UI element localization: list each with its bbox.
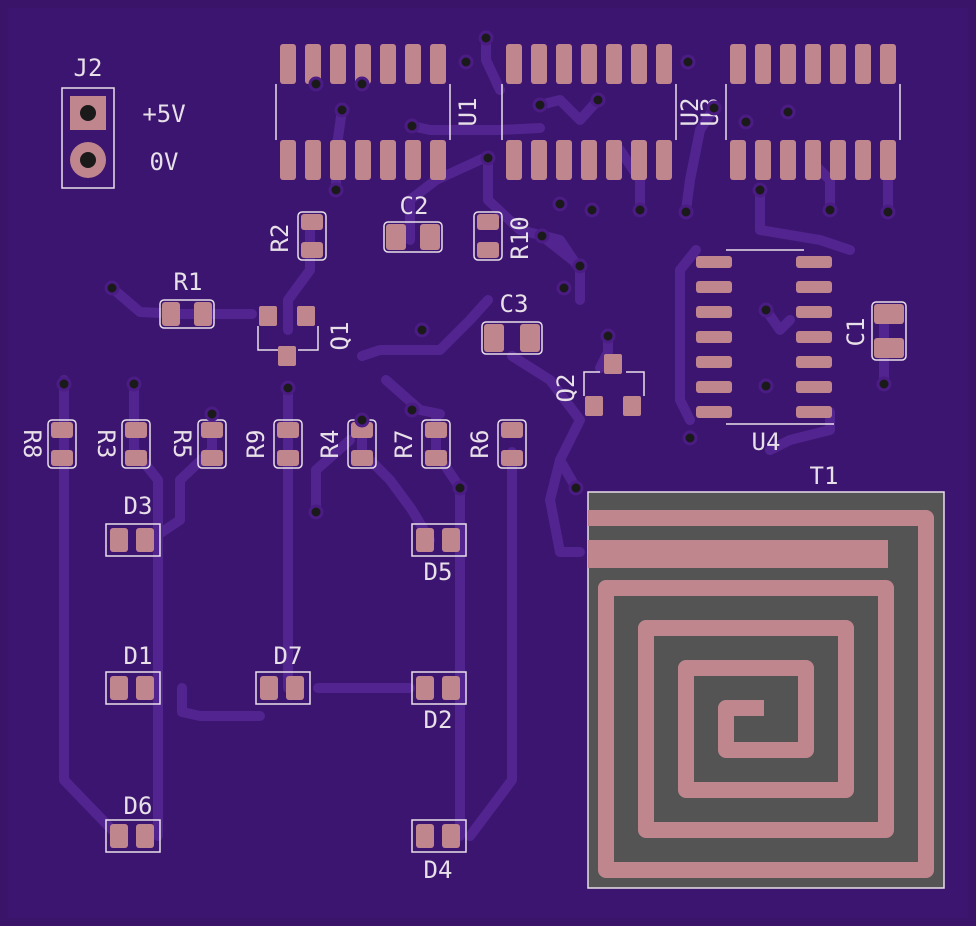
r8-label: R8 [18,430,46,459]
t1-coil: T1 [587,462,945,889]
r8-resistor: R8 [18,419,77,469]
d1-diode: D1 [105,642,161,705]
t1-label: T1 [810,462,839,490]
c3-label: C3 [500,290,529,318]
r6-resistor: R6 [466,419,527,469]
plus5v-label: +5V [142,100,185,128]
r6-label: R6 [466,430,494,459]
r3-label: R3 [92,430,120,459]
r5-resistor: R5 [168,419,227,469]
d7-label: D7 [274,642,303,670]
r7-resistor: R7 [390,419,451,469]
q2-transistor: Q2 [552,354,645,416]
coil-tab [588,540,888,568]
r9-label: R9 [242,430,270,459]
c1-capacitor: C1 [842,301,907,361]
q1-label: Q1 [326,322,354,351]
d6-diode: D6 [105,792,161,853]
u4-chip: U4 [696,249,834,456]
coil-trace [588,510,934,878]
d4-label: D4 [424,856,453,884]
r2-label: R2 [266,224,294,253]
r9-resistor: R9 [242,419,303,469]
d5-diode: D5 [411,523,467,586]
r1-resistor: R1 [159,268,215,329]
d1-label: D1 [124,642,153,670]
j2-pin2-hole [80,152,96,168]
r7-label: R7 [390,430,418,459]
j2-connector: J2 +5V 0V [61,54,186,189]
j2-outline [61,87,115,189]
r10-resistor: R10 [473,211,534,261]
r10-label: R10 [506,216,534,259]
c2-label: C2 [400,192,429,220]
u2-chip: U2 [501,44,704,180]
zero-v-label: 0V [150,148,179,176]
d3-diode: D3 [105,492,161,557]
r2-resistor: R2 [266,211,327,261]
u1-chip: U1 [275,44,482,180]
j2-pin1-hole [80,105,96,121]
d3-label: D3 [124,492,153,520]
d5-label: D5 [424,558,453,586]
q2-label: Q2 [552,374,580,403]
d2-label: D2 [424,706,453,734]
q1-transistor: Q1 [257,306,354,366]
c2-capacitor: C2 [383,192,443,253]
u4-label: U4 [752,428,781,456]
r3-resistor: R3 [92,419,151,469]
d7-diode: D7 [255,642,311,705]
u2-label: U2 [676,98,704,127]
c3-capacitor: C3 [481,290,543,355]
r1-label: R1 [174,268,203,296]
d4-diode: D4 [411,819,467,884]
c1-label: C1 [842,318,870,347]
d6-label: D6 [124,792,153,820]
j2-label: J2 [74,54,103,82]
r5-label: R5 [168,430,196,459]
r4-label: R4 [316,430,344,459]
copper-traces [59,33,893,841]
d2-diode: D2 [411,671,467,734]
u1-label: U1 [454,98,482,127]
r4-resistor: R4 [316,419,377,469]
